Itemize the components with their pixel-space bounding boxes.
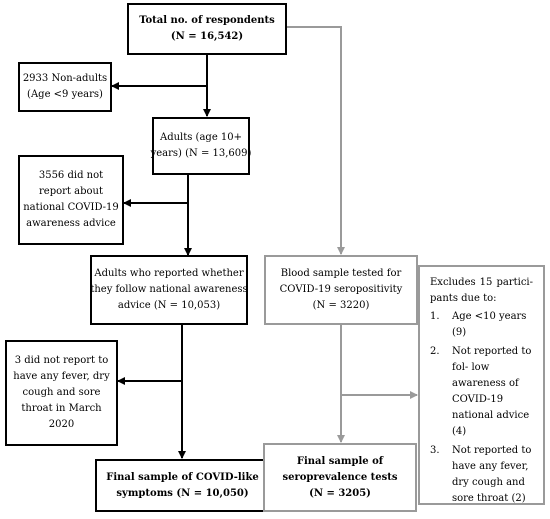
exclusion-text: Age <10 years (9) <box>452 311 527 338</box>
arrow-total-to-blood <box>287 26 345 255</box>
exclusion-number: 3. <box>430 445 440 456</box>
exclusion-text: Not reported to fol- low awareness of CO… <box>452 346 532 437</box>
node-line: symptoms (N = 10,050) <box>116 487 249 499</box>
node-line: cough and sore <box>22 387 101 398</box>
node-line: 2933 Non-adults <box>22 73 108 84</box>
total-respondents-box: Total no. of respondents (N = 16,542) <box>127 3 287 55</box>
final-seroprevalence-box: Final sample of seroprevalence tests (N … <box>263 443 417 512</box>
node-line: national COVID-19 <box>23 202 119 213</box>
reported-awareness-box: Adults who reported whether they follow … <box>90 255 248 325</box>
node-line: Final sample of <box>296 455 384 467</box>
node-line: they follow national awareness <box>90 284 248 295</box>
node-line: report about <box>39 186 103 197</box>
node-line: (N = 16,542) <box>170 31 244 42</box>
node-line: advice (N = 10,053) <box>117 300 221 311</box>
node-line: Final sample of COVID-like <box>106 471 259 483</box>
exclusions-box: Excludes 15 partici- pants due to: 1. Ag… <box>418 265 545 505</box>
node-line: Total no. of respondents <box>139 15 275 26</box>
node-line: 3556 did not <box>38 170 104 181</box>
exclusion-item: 2. Not reported to fol- low awareness of… <box>430 344 533 440</box>
node-line: seroprevalence tests <box>282 471 398 483</box>
node-line: Blood sample tested for <box>280 268 402 279</box>
no-symptom-report-box: 3 did not report to have any fever, dry … <box>5 340 118 446</box>
node-line: years) (N = 13,609) <box>150 148 252 159</box>
node-line: COVID-19 seropositivity <box>279 284 403 295</box>
node-line: Adults (age 10+ <box>159 132 243 143</box>
exclusion-text: Not reported to have any fever, dry coug… <box>452 445 532 504</box>
exclusion-item: 3. Not reported to have any fever, dry c… <box>430 443 533 507</box>
node-line: throat in March <box>21 403 102 414</box>
node-line: (Age <9 years) <box>27 89 103 100</box>
node-line: (N = 3220) <box>312 300 370 311</box>
node-line: Adults who reported whether <box>94 268 244 279</box>
exclusions-heading: Excludes 15 partici- pants due to: <box>430 277 533 304</box>
node-line: awareness advice <box>26 218 116 229</box>
exclusion-number: 1. <box>430 311 440 322</box>
node-line: 2020 <box>48 419 75 430</box>
final-covid-like-box: Final sample of COVID-like symptoms (N =… <box>95 459 270 512</box>
exclusion-number: 2. <box>430 346 440 357</box>
exclusions-list: 1. Age <10 years (9) 2. Not reported to … <box>430 309 533 507</box>
no-awareness-report-box: 3556 did not report about national COVID… <box>18 155 124 245</box>
node-line: have any fever, dry <box>13 371 110 382</box>
node-line: 3 did not report to <box>14 355 109 366</box>
node-line: (N = 3205) <box>309 487 371 499</box>
exclusion-item: 1. Age <10 years (9) <box>430 309 533 341</box>
blood-sample-box: Blood sample tested for COVID-19 seropos… <box>264 255 418 325</box>
non-adults-box: 2933 Non-adults (Age <9 years) <box>18 62 112 112</box>
adults-box: Adults (age 10+ years) (N = 13,609) <box>150 117 252 175</box>
